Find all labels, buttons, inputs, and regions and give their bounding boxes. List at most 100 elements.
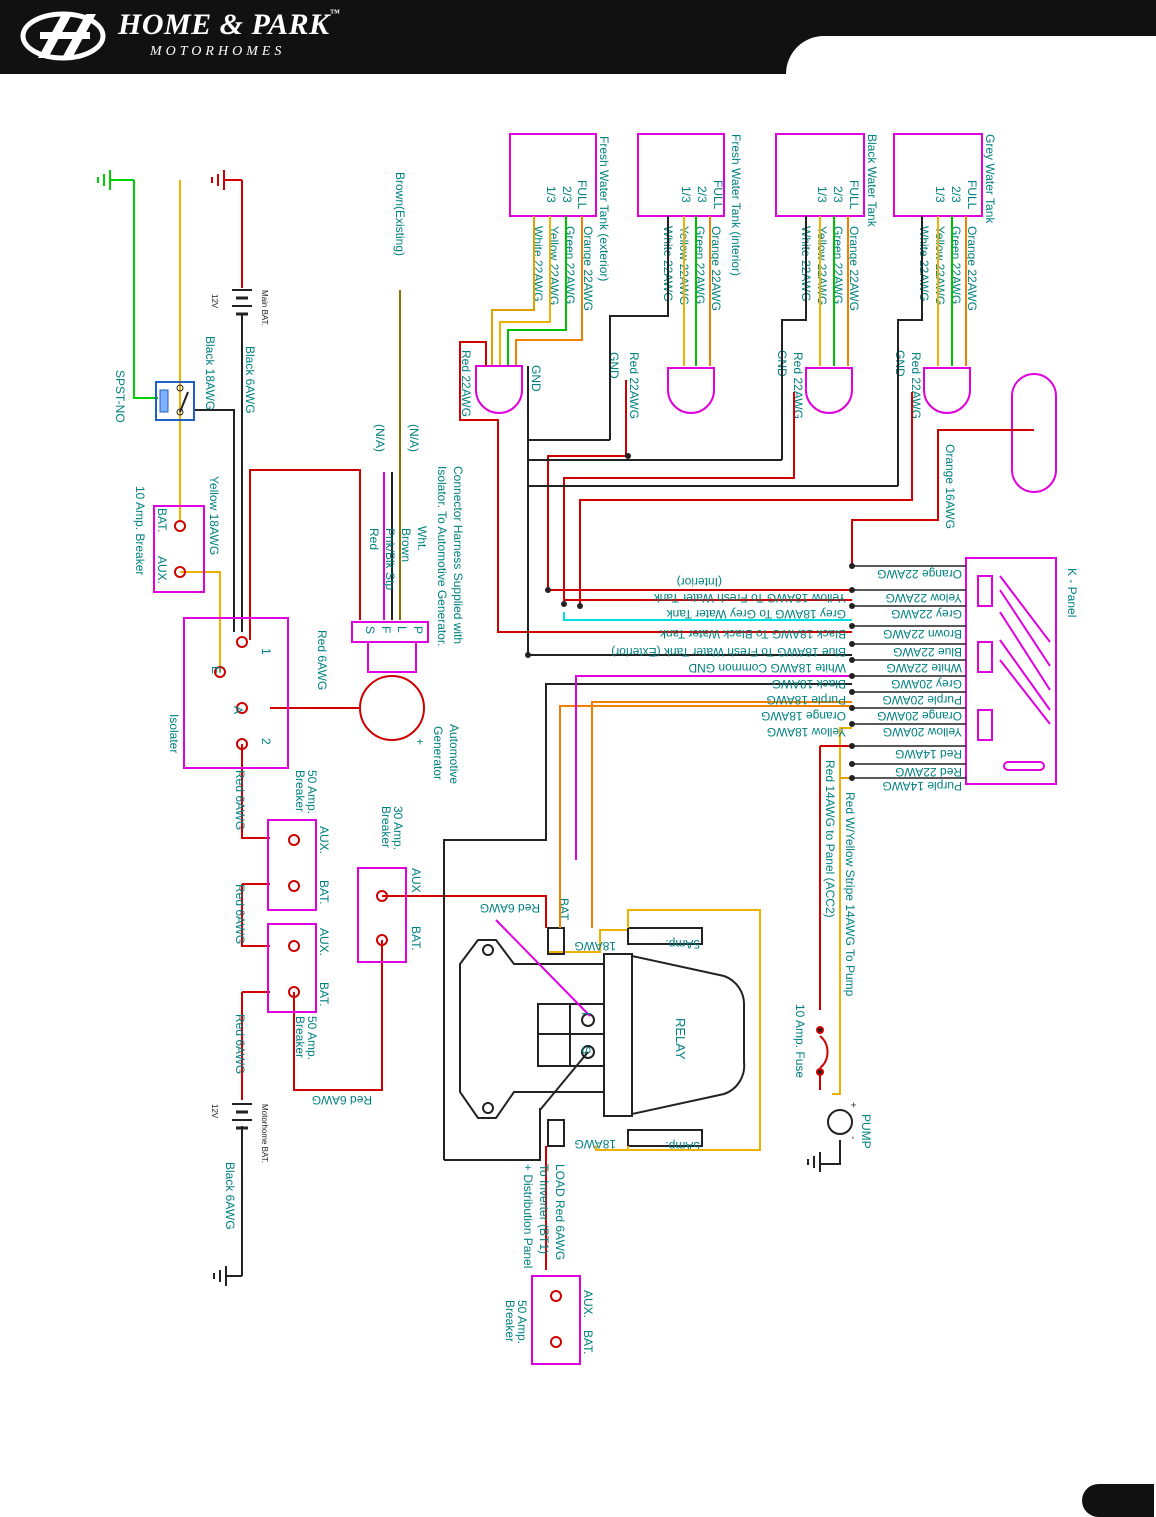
kpanel-stubs: [852, 565, 966, 779]
home-park-logo-icon: [20, 11, 106, 61]
svg-text:FULL: FULL: [711, 180, 725, 210]
svg-text:GND: GND: [529, 365, 543, 392]
k-panel: K - Panel: [965, 557, 1079, 785]
main-battery-icon: [232, 289, 252, 316]
svg-text:Black 18AWG To Black Water: Black 18AWG To Black Water Tank: [659, 627, 846, 641]
svg-text:Orange 22AWG: Orange 22AWG: [581, 226, 595, 311]
harness-pnk: Pnk/Blk Stp: [383, 528, 397, 590]
brand-name: HOME & PARK™: [118, 8, 341, 41]
svg-text:50 Amp.: 50 Amp.: [515, 1300, 529, 1344]
black-18awg-label: Black 18AWG: [203, 336, 217, 410]
svg-text:(Interior): (Interior): [677, 575, 722, 589]
tank-grey: Grey Water Tank FULL 2/3 1/3 Orange 22AW…: [893, 133, 997, 419]
relay-label: RELAY: [673, 1018, 688, 1060]
svg-text:Fresh Water Tank (interior): Fresh Water Tank (interior): [729, 134, 743, 276]
svg-text:Orange 22AWG: Orange 22AWG: [847, 226, 861, 311]
svg-text:White 18AWG Common GND: White 18AWG Common GND: [688, 661, 846, 675]
tank-wires: [491, 216, 967, 486]
svg-text:FULL: FULL: [965, 180, 979, 210]
svg-text:White 22AWG: White 22AWG: [917, 226, 931, 302]
svg-text:Red 22AWG: Red 22AWG: [627, 352, 641, 419]
breaker-50a-bottom: AUX. BAT. 50 Amp. Breaker: [503, 1275, 595, 1365]
relay-wires: [443, 675, 852, 1270]
svg-text:Breaker: Breaker: [293, 770, 307, 812]
black-6awg-bottom: Black 6AWG: [223, 1162, 237, 1230]
harness-wht: Wht.: [415, 526, 429, 551]
generator-label-2: Generator: [431, 726, 445, 780]
svg-text:GND: GND: [893, 350, 907, 377]
svg-text:Blue 22AWG: Blue 22AWG: [893, 645, 962, 659]
svg-text:BAT.: BAT.: [581, 1330, 595, 1354]
svg-text:AUX.: AUX.: [581, 1290, 595, 1318]
svg-text:Red 22AWG: Red 22AWG: [459, 350, 473, 417]
fuse-label: 10 Amp. Fuse: [793, 1004, 807, 1078]
svg-text:2: 2: [259, 738, 273, 745]
kpanel-title: K - Panel: [1065, 568, 1079, 617]
svg-text:Yellow 22AWG: Yellow 22AWG: [933, 226, 947, 305]
svg-text:2/3: 2/3: [831, 186, 845, 203]
red-6awg-label-3: Red 6AWG: [233, 884, 247, 944]
svg-text:+: +: [413, 738, 427, 745]
svg-text:1/3: 1/3: [933, 186, 947, 203]
svg-text:Grey 18AWG To Grey Water Ta: Grey 18AWG To Grey Water Tank: [666, 607, 846, 621]
svg-text:A: A: [231, 706, 245, 714]
svg-text:BAT.: BAT.: [409, 926, 423, 950]
svg-text:Orange 20AWG: Orange 20AWG: [877, 709, 962, 723]
svg-text:30 Amp.: 30 Amp.: [391, 806, 405, 850]
svg-text:Yellow 20AWG: Yellow 20AWG: [883, 725, 962, 739]
svg-text:Yelow 22AWG: Yelow 22AWG: [886, 591, 962, 605]
awg18-bottom: 18AWG: [574, 1137, 616, 1151]
isolator: 1 E A 2 Isolater: [167, 617, 289, 769]
svg-text:Orange 22AWG: Orange 22AWG: [877, 567, 962, 581]
breaker-30a: AUX BAT. 30 Amp. Breaker: [357, 806, 423, 963]
svg-text:Grey Water Tank: Grey Water Tank: [983, 134, 997, 224]
svg-text:Blue 18AWG To Fresh Water T: Blue 18AWG To Fresh Water Tank (Exterior…: [611, 645, 846, 659]
red-14awg-panel-label: Red 14AWG to Panel (ACC2): [823, 760, 837, 918]
red-6awg-relay: Red 6AWG: [480, 901, 540, 915]
svg-text:50 Amp.: 50 Amp.: [305, 770, 319, 814]
motorhome-bat-voltage: 12V: [210, 1104, 219, 1119]
svg-text:AUX: AUX: [409, 868, 423, 893]
svg-text:Yellow 18AWG: Yellow 18AWG: [767, 725, 846, 739]
generator-label-1: Automotive: [447, 724, 461, 784]
wiring-diagram: Fresh Water Tank (exterior) FULL 2/3 1/3…: [97, 133, 1079, 1365]
pump-icon: [827, 1109, 853, 1135]
left-wires: [133, 180, 628, 1276]
svg-text:Grey 22AWG: Grey 22AWG: [891, 607, 962, 621]
svg-text:Red 14AWG: Red 14AWG: [895, 747, 962, 761]
harness-note-2: Isolator. To Automotive Generator.: [435, 466, 449, 647]
orange-16awg-label: Orange 16AWG: [943, 444, 957, 529]
svg-text:2/3: 2/3: [695, 186, 709, 203]
harness-note-1: Connector Harness Supplied with: [451, 466, 465, 644]
svg-text:1/3: 1/3: [544, 186, 558, 203]
red-stripe-label: Red W/Yellow Stripe 14AWG To Pump: [843, 792, 857, 997]
svg-text:Brown 22AWG: Brown 22AWG: [883, 627, 962, 641]
harness-connector: [351, 621, 429, 673]
harness-brown: Brown: [399, 528, 413, 562]
red-6awg-label-2: Red 6AWG: [233, 770, 247, 830]
svg-text:L: L: [395, 626, 409, 633]
main-bat-label: Main BAT.: [260, 290, 269, 326]
svg-text:F: F: [379, 626, 393, 633]
svg-text:1/3: 1/3: [815, 186, 829, 203]
svg-text:50 Amp.: 50 Amp.: [305, 1016, 319, 1060]
load-label: LOAD Red 6AWG: [553, 1164, 567, 1260]
svg-text:BAT.: BAT.: [317, 982, 331, 1006]
automotive-generator-icon: [359, 675, 425, 741]
5amp-top: 5Amp.: [665, 937, 700, 951]
tank-title: Fresh Water Tank (exterior): [597, 136, 611, 281]
svg-text:2/3: 2/3: [560, 186, 574, 203]
svg-text:Breaker: Breaker: [503, 1300, 517, 1342]
svg-text:Grey 20AWG: Grey 20AWG: [891, 677, 962, 691]
harness-red: Red: [367, 528, 381, 550]
svg-text:Breaker: Breaker: [293, 1016, 307, 1058]
svg-text:1/3: 1/3: [679, 186, 693, 203]
breaker10-label: 10 Amp. Breaker: [133, 486, 147, 575]
kpanel-dots: [525, 453, 855, 781]
relay: [459, 919, 746, 1147]
spst-label: SPST-NO: [113, 370, 127, 423]
spst-switch-icon: [155, 381, 195, 421]
na-label-1: (N/A): [407, 424, 421, 452]
header-notch: [786, 36, 1156, 74]
brown-existing-label: Brown(Existing): [393, 172, 407, 256]
